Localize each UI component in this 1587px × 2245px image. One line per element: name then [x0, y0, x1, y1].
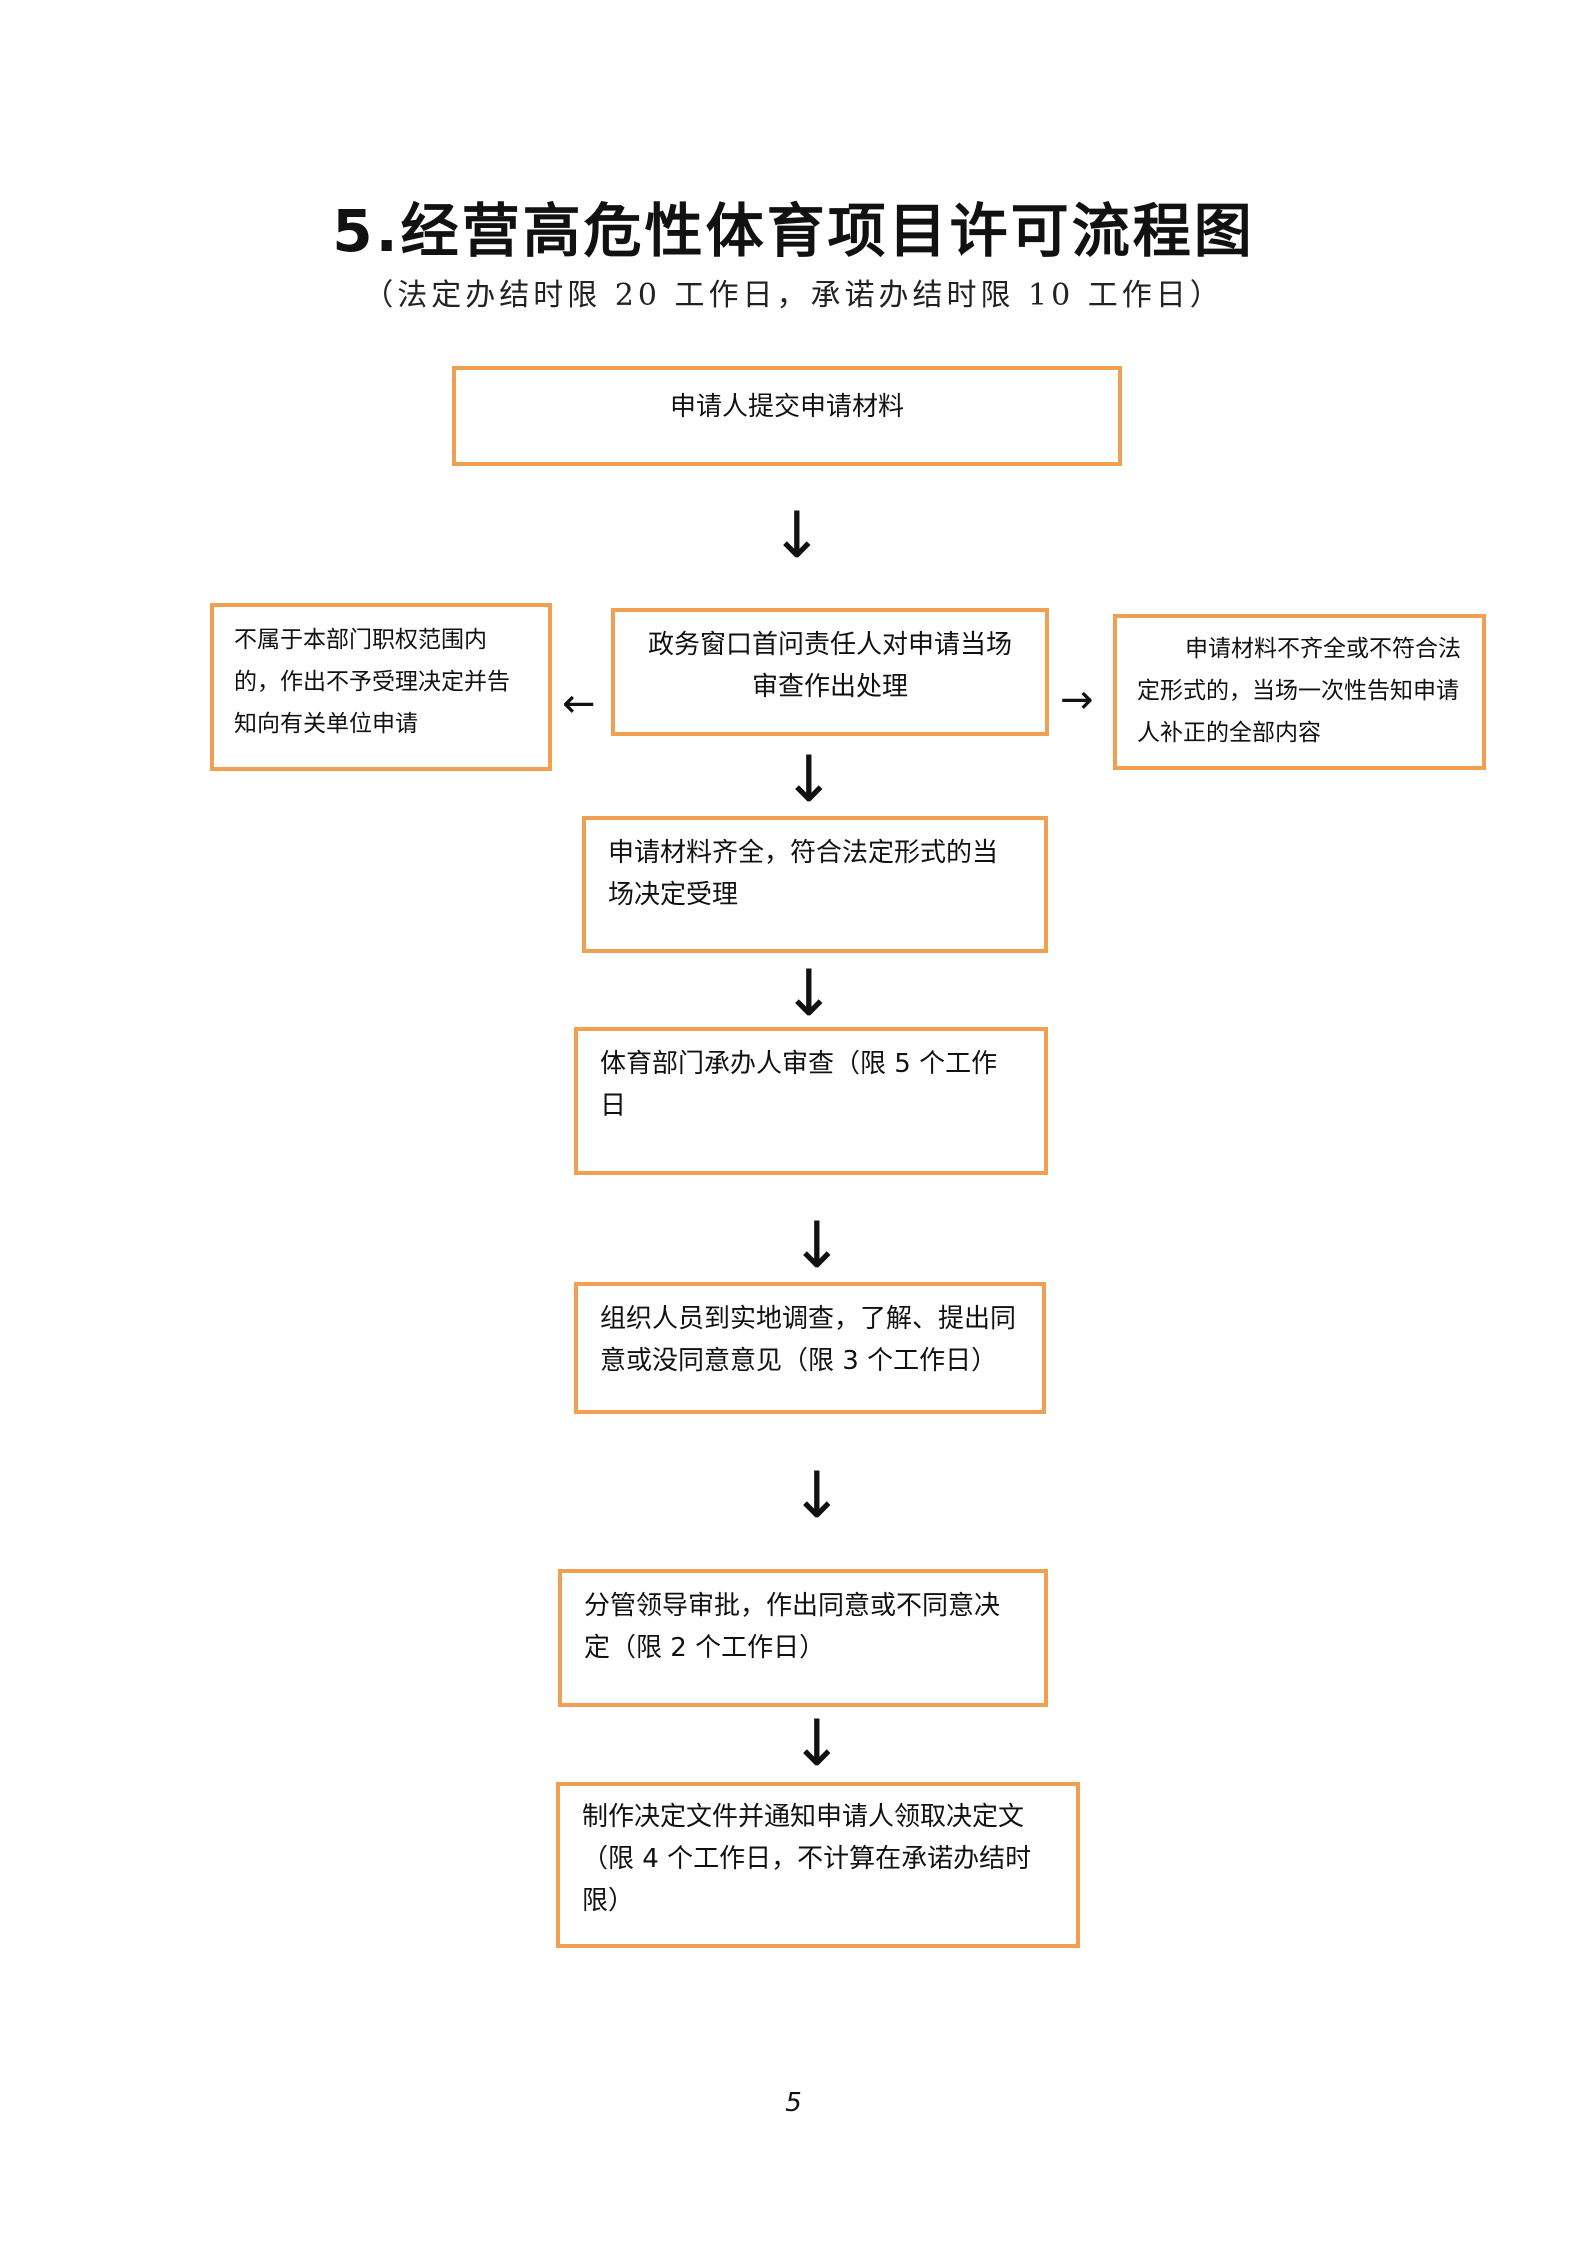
step-submit-label: 申请人提交申请材料	[669, 392, 904, 422]
site-survey-box: 组织人员到实地调查，了解、提出同意或没同意意见（限 3 个工作日）	[574, 1282, 1046, 1414]
step-submit-box: 申请人提交申请材料	[452, 366, 1122, 466]
page-subtitle: （法定办结时限 20 工作日，承诺办结时限 10 工作日）	[363, 278, 1224, 313]
reject-out-of-scope-label: 不属于本部门职权范围内的，作出不予受理决定并告知向有关单位申请	[234, 627, 510, 737]
arrow-down-3: ↓	[782, 957, 836, 1031]
window-review-label: 政务窗口首问责任人对申请当场审查作出处理	[647, 630, 1012, 702]
staff-review-label: 体育部门承办人审查（限 5 个工作日	[600, 1049, 998, 1121]
page-number: 5	[785, 2088, 802, 2118]
issue-decision-box: 制作决定文件并通知申请人领取决定文（限 4 个工作日，不计算在承诺办结时限）	[556, 1782, 1080, 1948]
arrow-down-1: ↓	[770, 499, 824, 573]
leader-approval-label: 分管领导审批，作出同意或不同意决定（限 2 个工作日）	[584, 1591, 1001, 1663]
arrow-down-5: ↓	[790, 1459, 844, 1533]
page-title: 5.经营高危性体育项目许可流程图	[332, 197, 1255, 265]
arrow-down-4: ↓	[790, 1209, 844, 1283]
window-review-box: 政务窗口首问责任人对申请当场审查作出处理	[611, 608, 1049, 736]
incomplete-notice-box: 申请材料不齐全或不符合法定形式的，当场一次性告知申请人补正的全部内容	[1113, 614, 1486, 770]
reject-out-of-scope-box: 不属于本部门职权范围内的，作出不予受理决定并告知向有关单位申请	[210, 603, 552, 771]
accept-label: 申请材料齐全，符合法定形式的当场决定受理	[608, 838, 999, 910]
arrow-down-6: ↓	[790, 1707, 844, 1781]
staff-review-box: 体育部门承办人审查（限 5 个工作日	[574, 1027, 1048, 1175]
arrow-left: ←	[562, 681, 596, 727]
site-survey-label: 组织人员到实地调查，了解、提出同意或没同意意见（限 3 个工作日）	[600, 1304, 1017, 1376]
accept-box: 申请材料齐全，符合法定形式的当场决定受理	[582, 816, 1048, 953]
arrow-down-2: ↓	[782, 743, 836, 817]
arrow-right: →	[1060, 677, 1094, 723]
issue-decision-label: 制作决定文件并通知申请人领取决定文（限 4 个工作日，不计算在承诺办结时限）	[582, 1802, 1032, 1916]
incomplete-notice-label: 申请材料不齐全或不符合法定形式的，当场一次性告知申请人补正的全部内容	[1137, 636, 1461, 746]
leader-approval-box: 分管领导审批，作出同意或不同意决定（限 2 个工作日）	[558, 1569, 1048, 1707]
